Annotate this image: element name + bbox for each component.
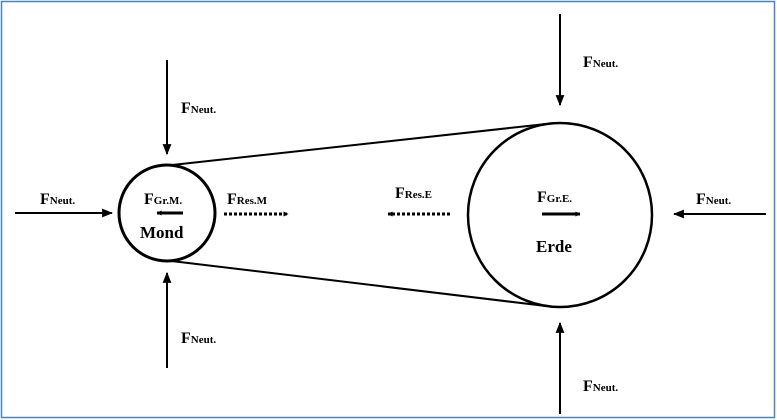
earth-neutral-label-right: FNeut. bbox=[696, 191, 731, 208]
earth-neutral-label-top: FNeut. bbox=[583, 54, 618, 71]
earth-resultant-label: FRes.E bbox=[395, 185, 432, 202]
lower-tangent-line bbox=[162, 259, 547, 307]
earth-neutral-label-bottom: FNeut. bbox=[583, 378, 618, 395]
upper-tangent-line bbox=[162, 123, 547, 167]
earth-name-label: Erde bbox=[536, 237, 572, 256]
moon-gravity-label: FGr.M. bbox=[144, 191, 182, 208]
moon-neutral-label-bottom: FNeut. bbox=[181, 330, 216, 347]
moon-name-label: Mond bbox=[140, 223, 184, 242]
moon-resultant-label: FRes.M bbox=[227, 191, 268, 208]
moon-neutral-label-left: FNeut. bbox=[40, 191, 75, 208]
earth-gravity-label: FGr.E. bbox=[537, 189, 572, 206]
moon-neutral-label-top: FNeut. bbox=[181, 100, 216, 117]
